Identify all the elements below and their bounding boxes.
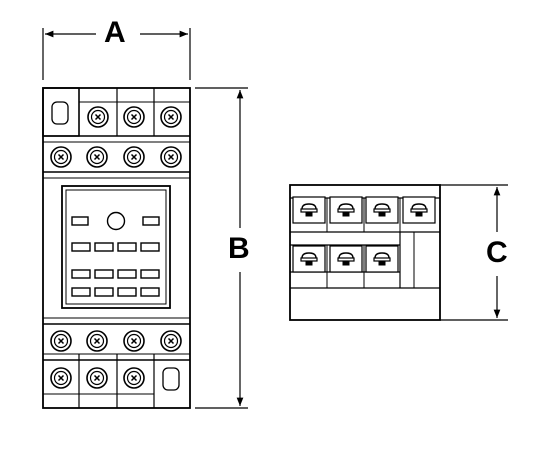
screw-icon bbox=[160, 106, 182, 128]
dimension-a bbox=[42, 28, 191, 80]
front-view bbox=[42, 87, 191, 409]
side-view bbox=[289, 184, 441, 321]
screw-icon bbox=[123, 146, 145, 168]
screw-icon bbox=[50, 330, 72, 352]
terminal-icon bbox=[292, 245, 326, 273]
dimension-a-label: A bbox=[104, 16, 126, 49]
screw-icon bbox=[123, 330, 145, 352]
terminal-icon bbox=[365, 196, 399, 224]
terminal-icon bbox=[329, 245, 363, 273]
terminal-icon bbox=[292, 196, 326, 224]
dimension-b-label: B bbox=[228, 232, 250, 265]
screw-icon bbox=[86, 330, 108, 352]
terminal-icon bbox=[329, 196, 363, 224]
screw-icon bbox=[50, 146, 72, 168]
screw-icon bbox=[50, 367, 72, 389]
terminal-icon bbox=[365, 245, 399, 273]
screw-icon bbox=[123, 106, 145, 128]
screw-icon bbox=[160, 330, 182, 352]
terminal-icon bbox=[402, 196, 436, 224]
screw-icon bbox=[86, 367, 108, 389]
screw-icon bbox=[123, 367, 145, 389]
screw-icon bbox=[87, 106, 109, 128]
dimension-c-label: C bbox=[486, 236, 508, 269]
screw-icon bbox=[160, 146, 182, 168]
dimension-b bbox=[195, 87, 248, 409]
screw-icon bbox=[86, 146, 108, 168]
dimension-c bbox=[440, 184, 508, 321]
